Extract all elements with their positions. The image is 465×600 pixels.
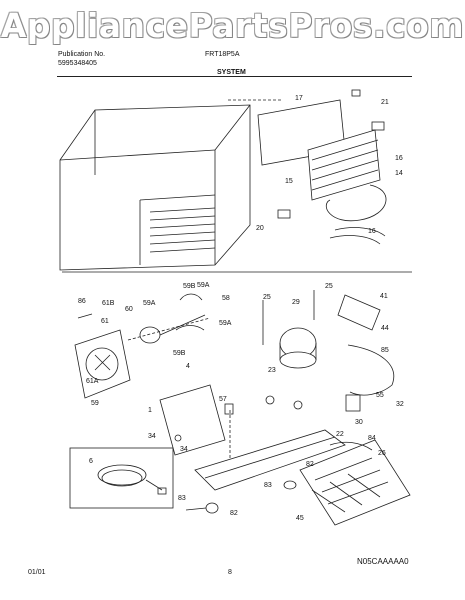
callout-4: 4 [186, 363, 190, 370]
callout-59B-lower: 59B [173, 350, 186, 357]
callout-61A: 61A [86, 378, 99, 385]
callout-14: 14 [395, 170, 403, 177]
callout-44: 44 [381, 325, 389, 332]
callout-20: 20 [256, 225, 264, 232]
callout-16-lower: 16 [368, 228, 376, 235]
callout-58: 58 [222, 295, 230, 302]
callout-59: 59 [91, 400, 99, 407]
callout-34-lower: 34 [180, 446, 188, 453]
cabinet-drawing [59, 99, 283, 271]
callout-32: 32 [396, 401, 404, 408]
callout-84: 84 [368, 435, 376, 442]
publication-number: 5995348405 [58, 60, 97, 67]
callout-55: 55 [376, 392, 384, 399]
diagram-code: N05CAAAAA0 [357, 557, 409, 566]
page-number: 8 [228, 569, 232, 576]
publication-info: Publication No. 5995348405 [58, 50, 105, 68]
callout-25: 25 [263, 294, 271, 301]
callout-45: 45 [296, 515, 304, 522]
footer-date: 01/01 [28, 569, 46, 576]
callout-59B: 59B [183, 283, 196, 290]
callout-57: 57 [219, 396, 227, 403]
evaporator-drawing [257, 89, 387, 245]
callout-61B: 61B [102, 300, 115, 307]
callout-22: 22 [336, 431, 344, 438]
callout-6: 6 [89, 458, 93, 465]
section-title: SYSTEM [217, 69, 246, 76]
callout-59A-right: 59A [219, 320, 232, 327]
callout-83: 83 [264, 482, 272, 489]
publication-label: Publication No. [58, 51, 106, 58]
watermark-logo: AppliancePartsPros.com [0, 6, 465, 45]
fan-assembly-drawing [74, 293, 211, 399]
callout-29: 29 [292, 299, 300, 306]
header-rule [57, 76, 412, 77]
compressor-drawing [262, 290, 395, 412]
callout-17: 17 [295, 95, 303, 102]
callout-60: 60 [125, 306, 133, 313]
callout-labels: 17 21 16 15 14 20 16 86 61B 60 59A 59B 5… [78, 95, 404, 522]
wire-harness-inset [69, 447, 174, 509]
base-and-drain-pan-drawing [159, 384, 411, 526]
callout-26: 26 [378, 450, 386, 457]
callout-83-lower: 83 [178, 495, 186, 502]
callout-30: 30 [355, 419, 363, 426]
callout-85: 85 [381, 347, 389, 354]
callout-1: 1 [148, 407, 152, 414]
callout-15: 15 [285, 178, 293, 185]
callout-86: 86 [78, 298, 86, 305]
callout-61: 61 [101, 318, 109, 325]
callout-21: 21 [381, 99, 389, 106]
callout-59A: 59A [143, 300, 156, 307]
callout-16: 16 [395, 155, 403, 162]
callout-25-right: 25 [325, 283, 333, 290]
callout-59A-top: 59A [197, 282, 210, 289]
model-number: FRT18P5A [205, 51, 240, 58]
callout-34: 34 [148, 433, 156, 440]
callout-82-lower: 82 [230, 510, 238, 517]
callout-41: 41 [380, 293, 388, 300]
callout-23: 23 [268, 367, 276, 374]
callout-82: 82 [306, 461, 314, 468]
